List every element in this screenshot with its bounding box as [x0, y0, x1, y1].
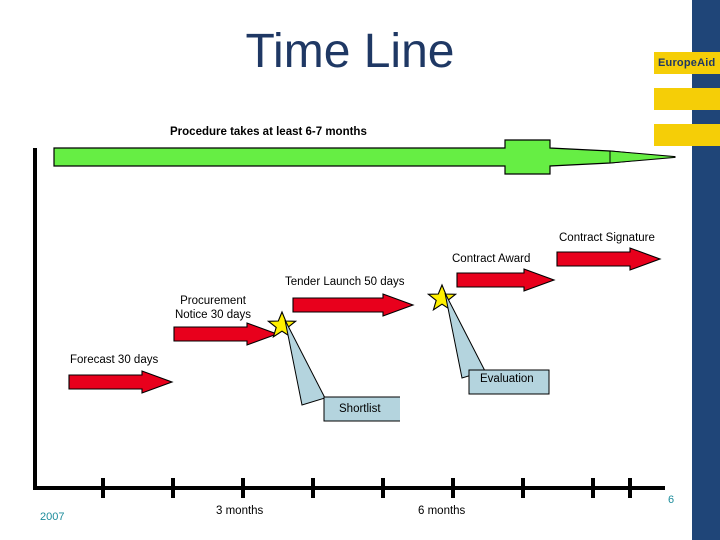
- axis-tick: [451, 478, 455, 498]
- axis-tick: [311, 478, 315, 498]
- axis-tick: [241, 478, 245, 498]
- arrow-contract-award: [456, 268, 556, 297]
- axis-tick: [171, 478, 175, 498]
- arrow-forecast: [68, 370, 174, 399]
- caption-procurement-notice-line2: Notice 30 days: [174, 309, 252, 322]
- logo-bar-1: [654, 52, 720, 74]
- caption-forecast: Forecast 30 days: [70, 354, 159, 366]
- axis-tick: [101, 478, 105, 498]
- caption-contract-signature: Contract Signature: [559, 232, 655, 244]
- year-label: 2007: [40, 511, 65, 523]
- caption-procurement-notice: Procurement Notice 30 days: [163, 294, 263, 323]
- axis-label-3-months: 3 months: [216, 505, 264, 517]
- callout-shortlist-label: Shortlist: [339, 403, 381, 415]
- axis-tick: [591, 478, 595, 498]
- logo-band: [692, 0, 720, 540]
- page-number: 6: [668, 494, 675, 506]
- logo-bar-2: [654, 88, 720, 110]
- axis-vertical: [33, 148, 37, 490]
- callout-evaluation: [440, 291, 560, 401]
- procedure-duration-note: Procedure takes at least 6-7 months: [170, 126, 367, 138]
- logo-bar-3: [654, 124, 720, 146]
- caption-contract-award: Contract Award: [452, 253, 531, 265]
- logo-wordmark: EuropeAid: [654, 52, 720, 74]
- page-title: Time Line: [245, 25, 455, 78]
- axis-horizontal: [33, 486, 665, 490]
- caption-tender-launch: Tender Launch 50 days: [285, 276, 405, 288]
- logo-name-text: EuropeAid: [658, 57, 716, 69]
- arrow-tender-launch: [292, 293, 415, 322]
- axis-tick: [521, 478, 525, 498]
- arrow-contract-signature: [556, 247, 662, 276]
- axis-tick: [381, 478, 385, 498]
- callout-evaluation-label: Evaluation: [480, 373, 534, 385]
- overall-timeline-arrow: [50, 138, 680, 185]
- axis-tick: [628, 478, 632, 498]
- caption-procurement-notice-line1: Procurement: [180, 295, 246, 307]
- axis-label-6-months: 6 months: [418, 505, 466, 517]
- arrow-procurement-notice: [173, 322, 279, 351]
